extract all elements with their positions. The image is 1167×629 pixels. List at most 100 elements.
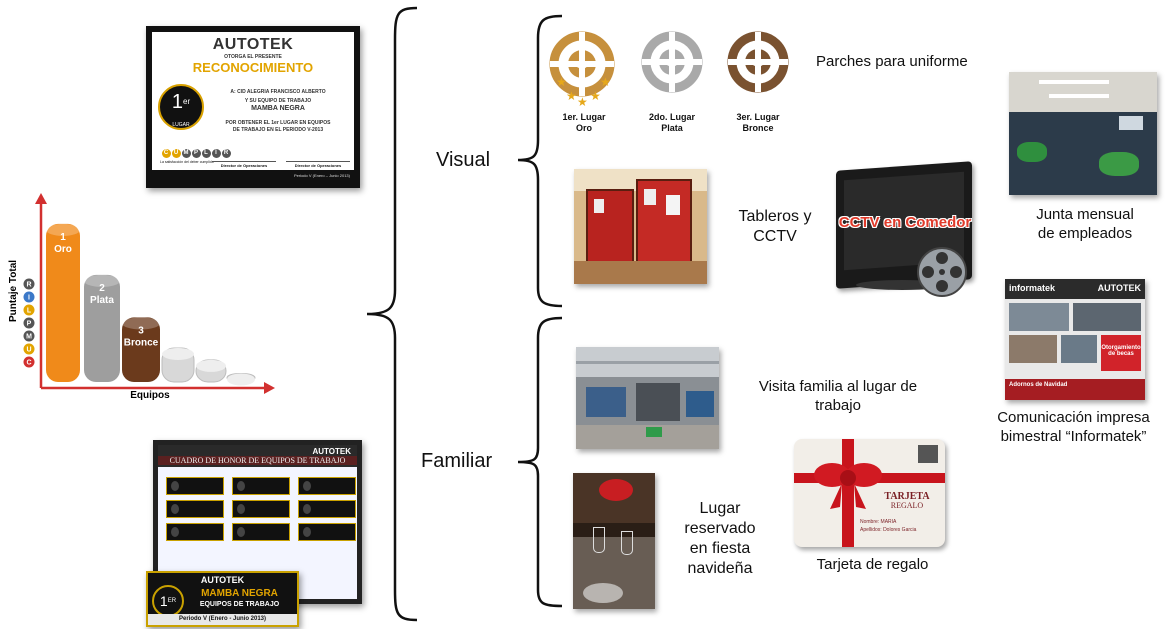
visual-brace-path: [517, 14, 563, 308]
patch-number: 13: [577, 60, 587, 70]
honor-board-cell: [166, 500, 224, 518]
team-badge-period: Periodo V (Enero - Junio 2013): [148, 614, 297, 625]
y-axis-label: Puntaje Total: [8, 260, 19, 322]
patch-caption-line: 2do. Lugar: [648, 112, 695, 122]
signature-2: Director de Operaciones: [286, 161, 350, 168]
visual-brace: [517, 14, 563, 308]
gift-card-label: Tarjeta de regalo: [816, 556, 929, 573]
honor-board-header: AUTOTEK CUADRO DE HONOR DE EQUIPOS DE TR…: [158, 445, 357, 467]
party-line: navideña: [687, 560, 753, 577]
podium-bar: [46, 223, 80, 382]
newsletter-tag-becas: Otorgamiento de becas: [1101, 335, 1141, 371]
cumplir-letter: M: [26, 334, 32, 341]
newsletter-line: Comunicación impresa: [997, 409, 1150, 426]
star-icon: ★: [577, 95, 588, 109]
gift-card-title-1: TARJETA: [884, 491, 930, 502]
podium-rank-label: 2: [99, 283, 105, 294]
boards-cctv-line: CCTV: [753, 228, 797, 245]
bronze-patch: 13: [727, 31, 789, 93]
team-badge-brand: AUTOTEK: [200, 575, 245, 585]
certificate-brand: AUTOTEK: [212, 36, 294, 53]
meeting-line: de empleados: [1037, 224, 1133, 242]
main-brace: [366, 6, 418, 622]
newsletter-header-right: AUTOTEK: [1097, 283, 1141, 293]
place-number: 1: [171, 91, 183, 113]
team-name: MAMBA NEGRA: [251, 105, 305, 112]
patch-number: 13: [667, 58, 677, 68]
newsletter-tag-navidad: Adornos de Navidad: [1009, 382, 1068, 388]
recognition-certificate: AUTOTEK OTORGA EL PRESENTE RECONOCIMIENT…: [146, 26, 360, 188]
certificate-reason-2: DE TRABAJO EN EL PERIODO V-2013: [232, 127, 324, 133]
cumplir-letter-badge: [23, 291, 35, 303]
cumplir-letter-badge: [23, 330, 35, 342]
star-icon: ★: [566, 89, 577, 103]
patch-caption-line: 3er. Lugar: [736, 112, 780, 122]
team-intro: Y SU EQUIPO DE TRABAJO: [244, 98, 312, 104]
party-line: Lugar: [699, 500, 741, 517]
honor-board-cell: [166, 477, 224, 495]
gift-card-title-2: REGALO: [890, 501, 924, 510]
team-badge: AUTOTEK 1ER MAMBA NEGRA EQUIPOS DE TRABA…: [146, 571, 299, 627]
cumplir-letter-badge: [23, 343, 35, 355]
honor-board-cell: [166, 523, 224, 541]
honor-board-brand: AUTOTEK: [312, 447, 351, 456]
place-suffix: er: [183, 97, 191, 106]
x-axis-label: Equipos: [130, 390, 170, 401]
honor-board-cell: [298, 523, 356, 541]
star-icon: ★: [590, 89, 601, 103]
certificate-period: Periodo V (Enero – Junio 2013): [152, 170, 354, 182]
main-brace-path: [366, 6, 418, 622]
newsletter-line: bimestral “Informatek”: [1000, 427, 1147, 445]
party-line: reservado: [684, 520, 756, 537]
meeting-line: Junta mensual: [1036, 206, 1134, 223]
podium-bar-top: [162, 348, 194, 360]
silver-patch: 13: [641, 31, 703, 93]
podium-bar-top: [122, 317, 160, 330]
podium-bar: [122, 317, 160, 382]
team-badge-medal: 1ER: [152, 585, 184, 617]
familiar-brace-path: [517, 316, 563, 608]
cumplir-letter-badge: [23, 317, 35, 329]
familiar-brace: [517, 316, 563, 608]
star-icon: ★: [556, 75, 567, 89]
certificate-grants: OTORGA EL PRESENTE: [224, 54, 282, 60]
patch-caption-line: Oro: [575, 123, 592, 134]
patch-caption-line: Plata: [661, 123, 683, 134]
recipient-name: CID ALEGRIA FRANCISCO ALBERTO: [237, 89, 326, 95]
party-photo: [573, 473, 655, 609]
podium-bar-top: [227, 373, 255, 386]
place-word: LUGAR: [172, 122, 190, 128]
newsletter-header-left: informatek: [1009, 283, 1056, 293]
gold-patch: 13 ★ ★ ★ ★ ★: [549, 31, 615, 109]
star-icon: ★: [600, 75, 611, 89]
gift-bow-icon: [814, 463, 882, 509]
certificate-title: RECONOCIMIENTO: [192, 60, 314, 75]
family-visit-line: trabajo: [815, 396, 861, 414]
cumplir-letter: I: [28, 295, 30, 302]
party-label: Lugar reservado en fiesta navideña: [680, 499, 760, 579]
tv-caption: CCTV en Comedor: [838, 214, 972, 231]
honor-board-cell: [232, 477, 290, 495]
cumplir-letter: R: [26, 282, 31, 289]
cumplir-letter: C: [26, 360, 31, 367]
gift-card: TARJETA REGALO Nombre: MARIA Apellidos: …: [794, 439, 945, 547]
cctv-tv: CCTV en Comedor: [836, 158, 974, 300]
patch-number: 13: [753, 58, 763, 68]
honor-board-cell: [298, 500, 356, 518]
cumplir-letter: U: [26, 347, 31, 354]
logo-caption: La satisfacción del deber cumplido: [160, 160, 214, 164]
boards-cctv-line: Tableros y: [738, 208, 812, 225]
party-line: en fiesta: [689, 540, 751, 557]
cumplir-letter-badge: [23, 278, 35, 290]
gift-card-name: Nombre: MARIA: [860, 519, 897, 525]
signature-1: Director de Operaciones: [212, 161, 276, 168]
category-visual: Visual: [436, 149, 491, 171]
first-place-medal: 1er LUGAR: [158, 84, 204, 130]
gift-card-surname: Apellidos: Dolores Garcia: [860, 527, 917, 533]
